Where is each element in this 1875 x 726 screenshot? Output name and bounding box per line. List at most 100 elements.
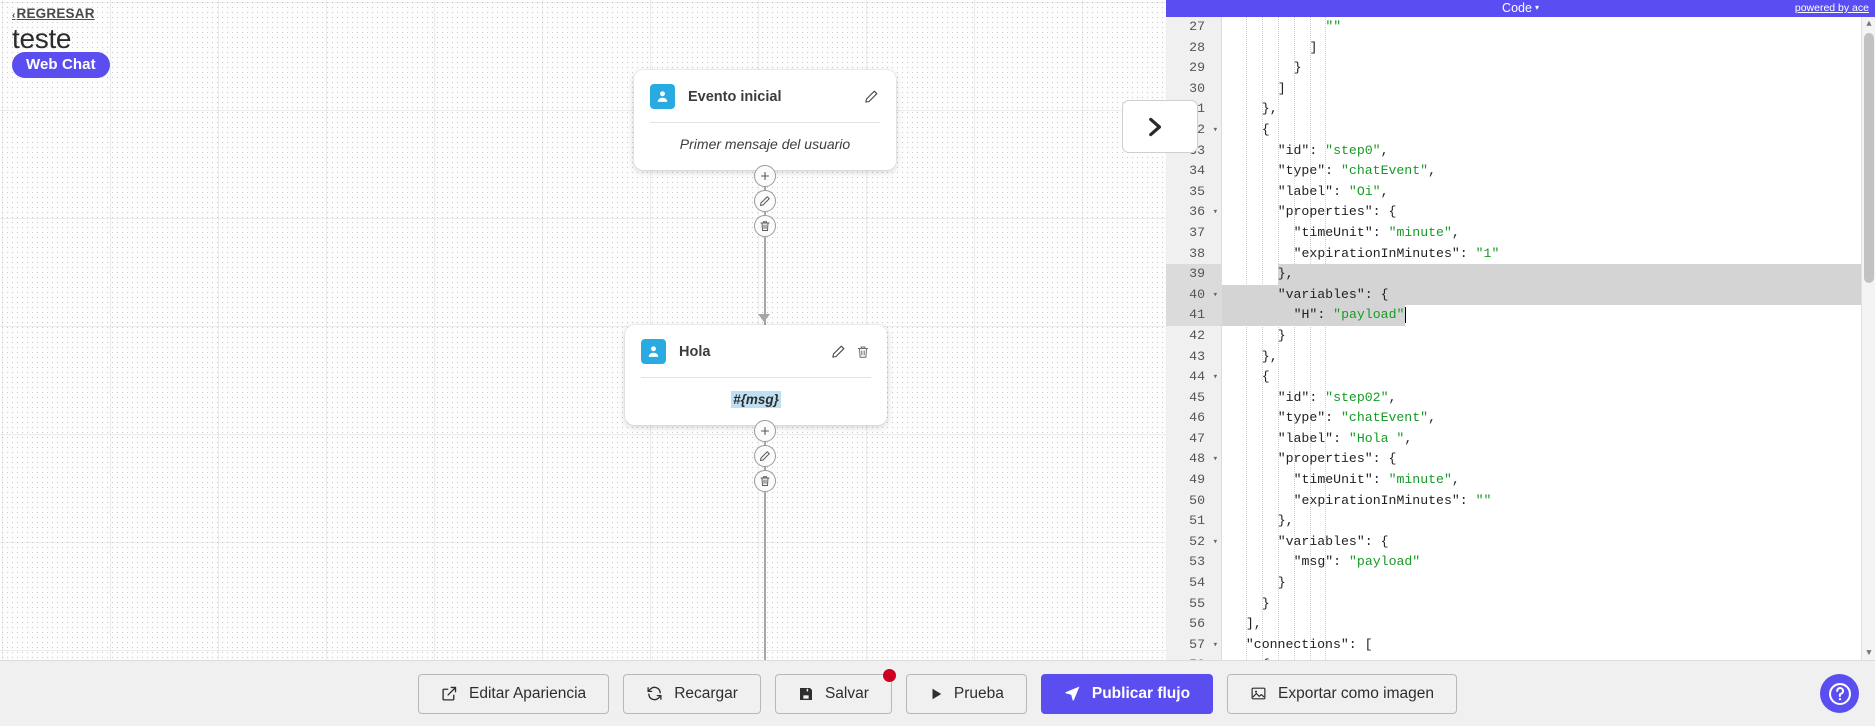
code-line[interactable]: "connections": [ [1222,635,1875,656]
trash-icon[interactable] [854,343,871,360]
fold-toggle-icon[interactable]: ▾ [1212,454,1218,465]
code-line[interactable]: }, [1222,264,1875,285]
gutter-line-number[interactable]: 41 [1166,305,1221,326]
gutter-line-number[interactable]: 28 [1189,39,1205,55]
code-line[interactable]: "variables": { [1222,532,1875,553]
code-token: : { [1372,204,1397,220]
code-token: ] [1309,39,1318,55]
editor-scrollbar[interactable]: ▲ ▼ [1861,17,1875,660]
code-line[interactable]: "properties": { [1222,449,1875,470]
recargar-button[interactable]: Recargar [623,673,761,714]
scroll-thumb[interactable] [1864,33,1874,283]
add-step-button[interactable] [754,420,776,442]
delete-connection-button[interactable] [754,215,776,237]
gutter-line-number[interactable]: 39 [1166,264,1221,285]
code-panel-title[interactable]: Code▾ [1166,1,1875,15]
gutter-line-number[interactable]: 50 [1189,492,1205,508]
code-line[interactable]: } [1222,594,1875,615]
code-line[interactable]: { [1222,367,1875,388]
scroll-up-icon[interactable]: ▲ [1866,18,1872,29]
gutter-line-number[interactable]: 30 [1189,80,1205,96]
gutter-line-number[interactable]: 38 [1189,245,1205,261]
edit-icon[interactable] [863,88,880,105]
code-line[interactable]: } [1222,326,1875,347]
edit-icon[interactable] [830,343,847,360]
code-line[interactable]: "timeUnit": "minute", [1222,223,1875,244]
back-link[interactable]: ‹REGRESAR [12,6,95,21]
code-line[interactable]: "H": "payload" [1222,305,1875,326]
editar-apariencia-button[interactable]: Editar Apariencia [418,673,610,714]
gutter-line-number[interactable]: 44▾ [1166,367,1221,388]
flow-canvas[interactable]: ‹REGRESAR teste Web Chat Evento inicial … [0,0,1166,660]
code-line[interactable]: "type": "chatEvent", [1222,161,1875,182]
code-line[interactable]: }, [1222,99,1875,120]
code-line[interactable]: "label": "Hola ", [1222,429,1875,450]
code-editor[interactable]: 272829303132▾33343536▾37383940▾41424344▾… [1166,17,1875,660]
gutter-line-number[interactable]: 42 [1189,327,1205,343]
code-line[interactable]: "id": "step02", [1222,388,1875,409]
gutter-line-number[interactable]: 49 [1189,472,1205,488]
code-line[interactable]: ] [1222,79,1875,100]
fold-toggle-icon[interactable]: ▾ [1212,124,1218,135]
edit-connection-button[interactable] [754,190,776,212]
gutter-line-number[interactable]: 58▾ [1166,655,1221,660]
gutter-line-number[interactable]: 36▾ [1166,202,1221,223]
code-line[interactable]: { [1222,655,1875,660]
code-line[interactable]: ], [1222,614,1875,635]
code-line[interactable]: "type": "chatEvent", [1222,408,1875,429]
gutter-line-number[interactable]: 27 [1189,19,1205,34]
code-line[interactable]: ] [1222,38,1875,59]
exportar-como-imagen-button[interactable]: Exportar como imagen [1227,673,1457,714]
code-line[interactable]: "expirationInMinutes": "1" [1222,244,1875,265]
collapse-panel-button[interactable] [1122,100,1198,153]
gutter-line-number[interactable]: 35 [1189,183,1205,199]
code-line[interactable]: { [1222,120,1875,141]
node-hola[interactable]: Hola #{msg} [625,325,887,425]
gutter-line-number[interactable]: 46 [1189,410,1205,426]
gutter-line-number[interactable]: 52▾ [1166,532,1221,553]
node-evento-inicial[interactable]: Evento inicial Primer mensaje del usuari… [634,70,896,170]
gutter-line-number[interactable]: 45 [1189,389,1205,405]
code-line[interactable]: }, [1222,347,1875,368]
salvar-button[interactable]: Salvar [774,668,896,714]
gutter-line-number[interactable]: 54 [1189,575,1205,591]
code-token: , [1380,183,1389,199]
delete-connection-button[interactable] [754,470,776,492]
prueba-button[interactable]: Prueba [905,673,1027,714]
code-line[interactable]: }, [1222,511,1875,532]
fold-toggle-icon[interactable]: ▾ [1212,289,1218,300]
code-line[interactable]: } [1222,573,1875,594]
gutter-line-number[interactable]: 43 [1189,348,1205,364]
gutter-line-number[interactable]: 53 [1189,554,1205,570]
code-line[interactable]: "" [1222,17,1875,38]
gutter-line-number[interactable]: 55 [1189,595,1205,611]
gutter-line-number[interactable]: 56 [1189,616,1205,632]
gutter-line-number[interactable]: 57▾ [1166,635,1221,656]
gutter-line-number[interactable]: 34 [1189,163,1205,179]
powered-by-ace-link[interactable]: powered by ace [1794,2,1869,14]
publicar-flujo-button[interactable]: Publicar flujo [1040,673,1214,714]
code-line[interactable]: "id": "step0", [1222,141,1875,162]
help-button[interactable] [1820,674,1859,713]
code-line[interactable]: "variables": { [1222,284,1875,306]
edit-connection-button[interactable] [754,445,776,467]
code-line[interactable]: "properties": { [1222,202,1875,223]
add-step-button[interactable] [754,165,776,187]
gutter-line-number[interactable]: 29 [1189,60,1205,76]
fold-toggle-icon[interactable]: ▾ [1212,536,1218,547]
gutter-line-number[interactable]: 48▾ [1166,449,1221,470]
code-line[interactable]: } [1222,58,1875,79]
gutter-line-number[interactable]: 51 [1189,513,1205,529]
fold-toggle-icon[interactable]: ▾ [1212,372,1218,383]
gutter-line-number[interactable]: 47 [1189,430,1205,446]
gutter-line-number[interactable]: 40▾ [1166,284,1221,306]
code-line[interactable]: "label": "Oi", [1222,182,1875,203]
code-line[interactable]: "msg": "payload" [1222,552,1875,573]
code-line[interactable]: "expirationInMinutes": "" [1222,491,1875,512]
scroll-down-icon[interactable]: ▼ [1866,647,1872,658]
editor-content[interactable]: ""]}]},{"id": "step0","type": "chatEvent… [1222,17,1875,660]
fold-toggle-icon[interactable]: ▾ [1212,639,1218,650]
gutter-line-number[interactable]: 37 [1189,224,1205,240]
fold-toggle-icon[interactable]: ▾ [1212,207,1218,218]
code-line[interactable]: "timeUnit": "minute", [1222,470,1875,491]
